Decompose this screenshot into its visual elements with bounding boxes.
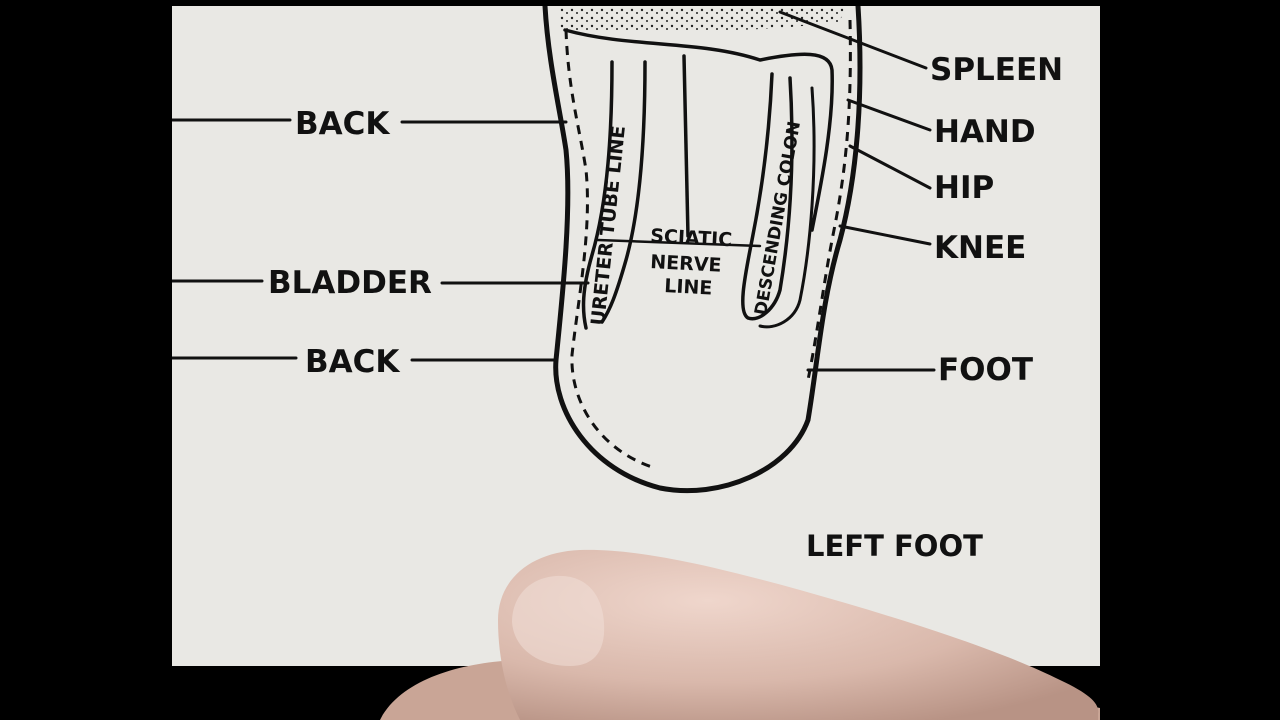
leader-hip <box>848 144 932 190</box>
label-hip: HIP <box>934 170 994 206</box>
ureter-tube <box>581 60 614 330</box>
foot-inner-outline-right <box>806 19 852 381</box>
caption-left-foot: LEFT FOOT <box>806 529 983 563</box>
label-spleen: SPLEEN <box>930 52 1063 88</box>
spleen-region <box>560 6 850 32</box>
label-nerve: NERVE <box>650 251 722 277</box>
finger <box>380 549 1100 720</box>
label-knee: KNEE <box>934 230 1026 266</box>
descending-colon-outer <box>758 86 816 329</box>
foot-outline <box>542 6 863 494</box>
label-hand: HAND <box>934 114 1036 150</box>
leader-knee <box>838 224 932 246</box>
label-line: LINE <box>664 275 713 299</box>
label-descending-colon: DESCENDING COLON <box>751 120 805 317</box>
descending-colon <box>741 72 794 321</box>
sciatic-vertical <box>682 54 690 238</box>
label-back-bottom: BACK <box>305 344 400 380</box>
label-bladder: BLADDER <box>268 265 432 301</box>
sciatic-horizontal <box>596 238 762 248</box>
label-back-top: BACK <box>295 106 390 142</box>
label-ureter-tube-line: URETER TUBE LINE <box>587 125 630 327</box>
label-sciatic: SCIATIC <box>650 225 733 251</box>
foot-inner-outline <box>564 29 656 470</box>
waist-line <box>563 28 834 232</box>
ureter-tube-right <box>600 60 647 324</box>
leader-hand <box>846 98 932 132</box>
label-foot: FOOT <box>938 352 1033 388</box>
leader-spleen <box>778 10 928 70</box>
